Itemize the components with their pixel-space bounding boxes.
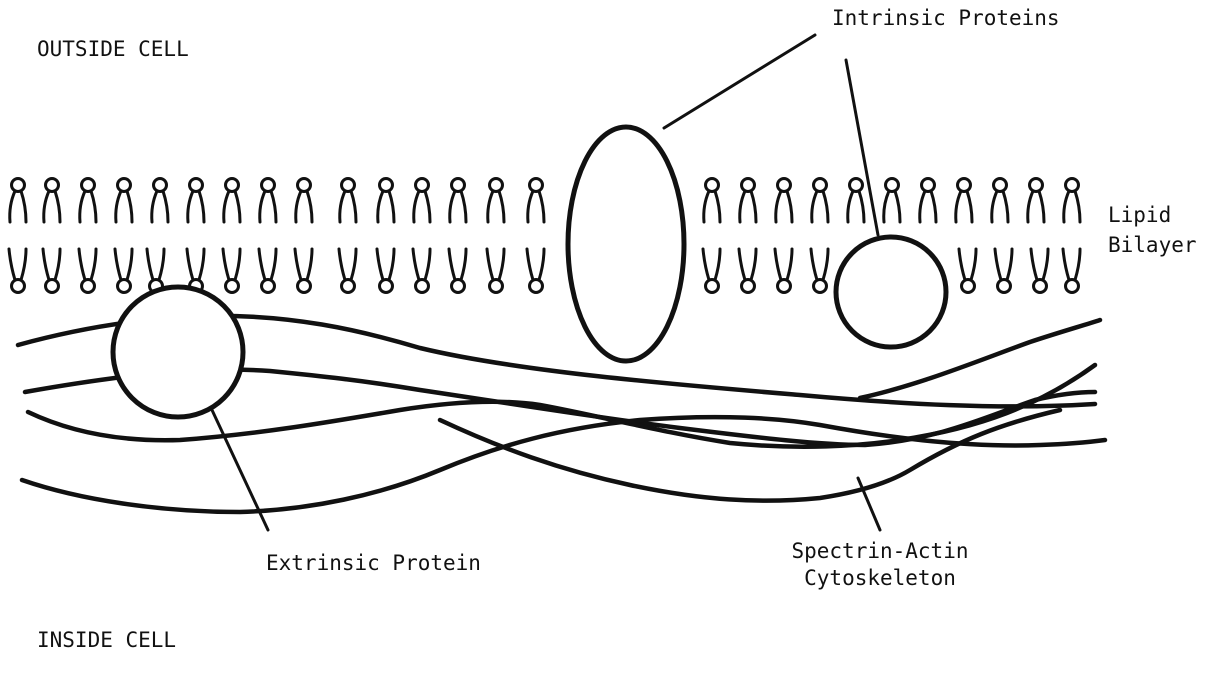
intrinsic-protein-circle bbox=[836, 237, 946, 347]
bilayer-label: Bilayer bbox=[1108, 232, 1197, 259]
phospholipid bbox=[340, 179, 356, 223]
phospholipid bbox=[296, 179, 312, 223]
phospholipid bbox=[959, 249, 976, 293]
lipid-label: Lipid bbox=[1108, 202, 1171, 229]
phospholipid bbox=[740, 179, 756, 223]
phospholipid bbox=[995, 249, 1012, 293]
phospholipid bbox=[450, 179, 466, 223]
phospholipid bbox=[527, 249, 544, 293]
phospholipid bbox=[260, 179, 276, 223]
phospholipid bbox=[79, 249, 96, 293]
outside-cell-label: OUTSIDE CELL bbox=[37, 36, 189, 63]
phospholipid bbox=[147, 249, 164, 293]
phospholipid bbox=[776, 179, 792, 223]
extrinsic-protein-label: Extrinsic Protein bbox=[266, 550, 481, 577]
phospholipid bbox=[704, 179, 720, 223]
phospholipid bbox=[223, 249, 240, 293]
phospholipid bbox=[80, 179, 96, 223]
phospholipid bbox=[775, 249, 792, 293]
lipid-bilayer-outer-leaflet bbox=[10, 179, 1080, 223]
intrinsic-proteins-label: Intrinsic Proteins bbox=[832, 5, 1060, 32]
phospholipid bbox=[44, 179, 60, 223]
phospholipid bbox=[487, 249, 504, 293]
phospholipid bbox=[884, 179, 900, 223]
cytoskeleton-label: Cytoskeleton bbox=[760, 565, 1000, 592]
phospholipid bbox=[377, 249, 394, 293]
phospholipid bbox=[378, 179, 394, 223]
phospholipid bbox=[1031, 249, 1048, 293]
phospholipid bbox=[1063, 249, 1080, 293]
phospholipid bbox=[9, 249, 26, 293]
phospholipid bbox=[848, 179, 864, 223]
inside-cell-label: INSIDE CELL bbox=[37, 627, 176, 654]
phospholipid bbox=[1028, 179, 1044, 223]
phospholipid bbox=[224, 179, 240, 223]
phospholipid bbox=[1064, 179, 1080, 223]
phospholipid bbox=[811, 249, 828, 293]
phospholipid bbox=[920, 179, 936, 223]
phospholipid bbox=[956, 179, 972, 223]
spectrin-actin-label: Spectrin-Actin bbox=[760, 538, 1000, 565]
phospholipid bbox=[295, 249, 312, 293]
phospholipid bbox=[739, 249, 756, 293]
phospholipid bbox=[414, 179, 430, 223]
extrinsic-protein-circle bbox=[113, 287, 243, 417]
phospholipid bbox=[152, 179, 168, 223]
phospholipid bbox=[10, 179, 26, 223]
phospholipid bbox=[449, 249, 466, 293]
phospholipid bbox=[992, 179, 1008, 223]
phospholipid bbox=[703, 249, 720, 293]
phospholipid bbox=[488, 179, 504, 223]
phospholipid bbox=[339, 249, 356, 293]
intrinsic-protein-oval bbox=[568, 127, 684, 361]
phospholipid bbox=[188, 179, 204, 223]
phospholipid bbox=[528, 179, 544, 223]
phospholipid bbox=[413, 249, 430, 293]
phospholipid bbox=[116, 179, 132, 223]
phospholipid bbox=[812, 179, 828, 223]
phospholipid bbox=[115, 249, 132, 293]
phospholipid bbox=[259, 249, 276, 293]
leader-intrinsic-oval bbox=[664, 35, 815, 128]
phospholipid bbox=[43, 249, 60, 293]
